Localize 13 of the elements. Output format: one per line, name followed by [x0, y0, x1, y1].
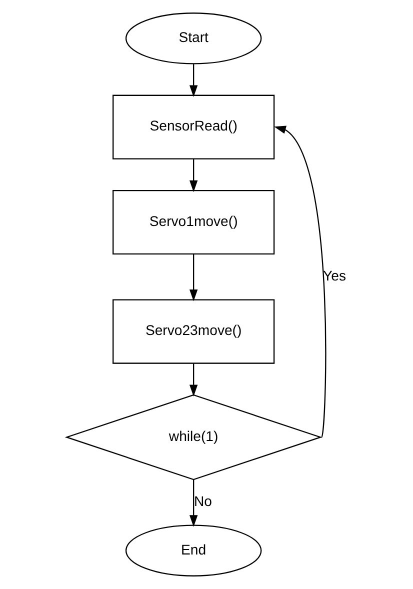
node-box: Servo23move()	[112, 299, 275, 364]
node-ellipse: End	[125, 524, 262, 576]
arrow	[189, 159, 198, 192]
node-box: SensorRead()	[112, 94, 275, 160]
node-box: Servo1move()	[112, 190, 275, 255]
arrow	[189, 364, 198, 397]
arrow	[274, 126, 326, 438]
node-diamond: while(1)	[64, 394, 322, 480]
edge-label: No	[194, 493, 212, 510]
node-ellipse: Start	[125, 12, 262, 64]
arrow	[189, 480, 198, 527]
arrow	[189, 64, 198, 97]
arrow	[189, 254, 198, 302]
